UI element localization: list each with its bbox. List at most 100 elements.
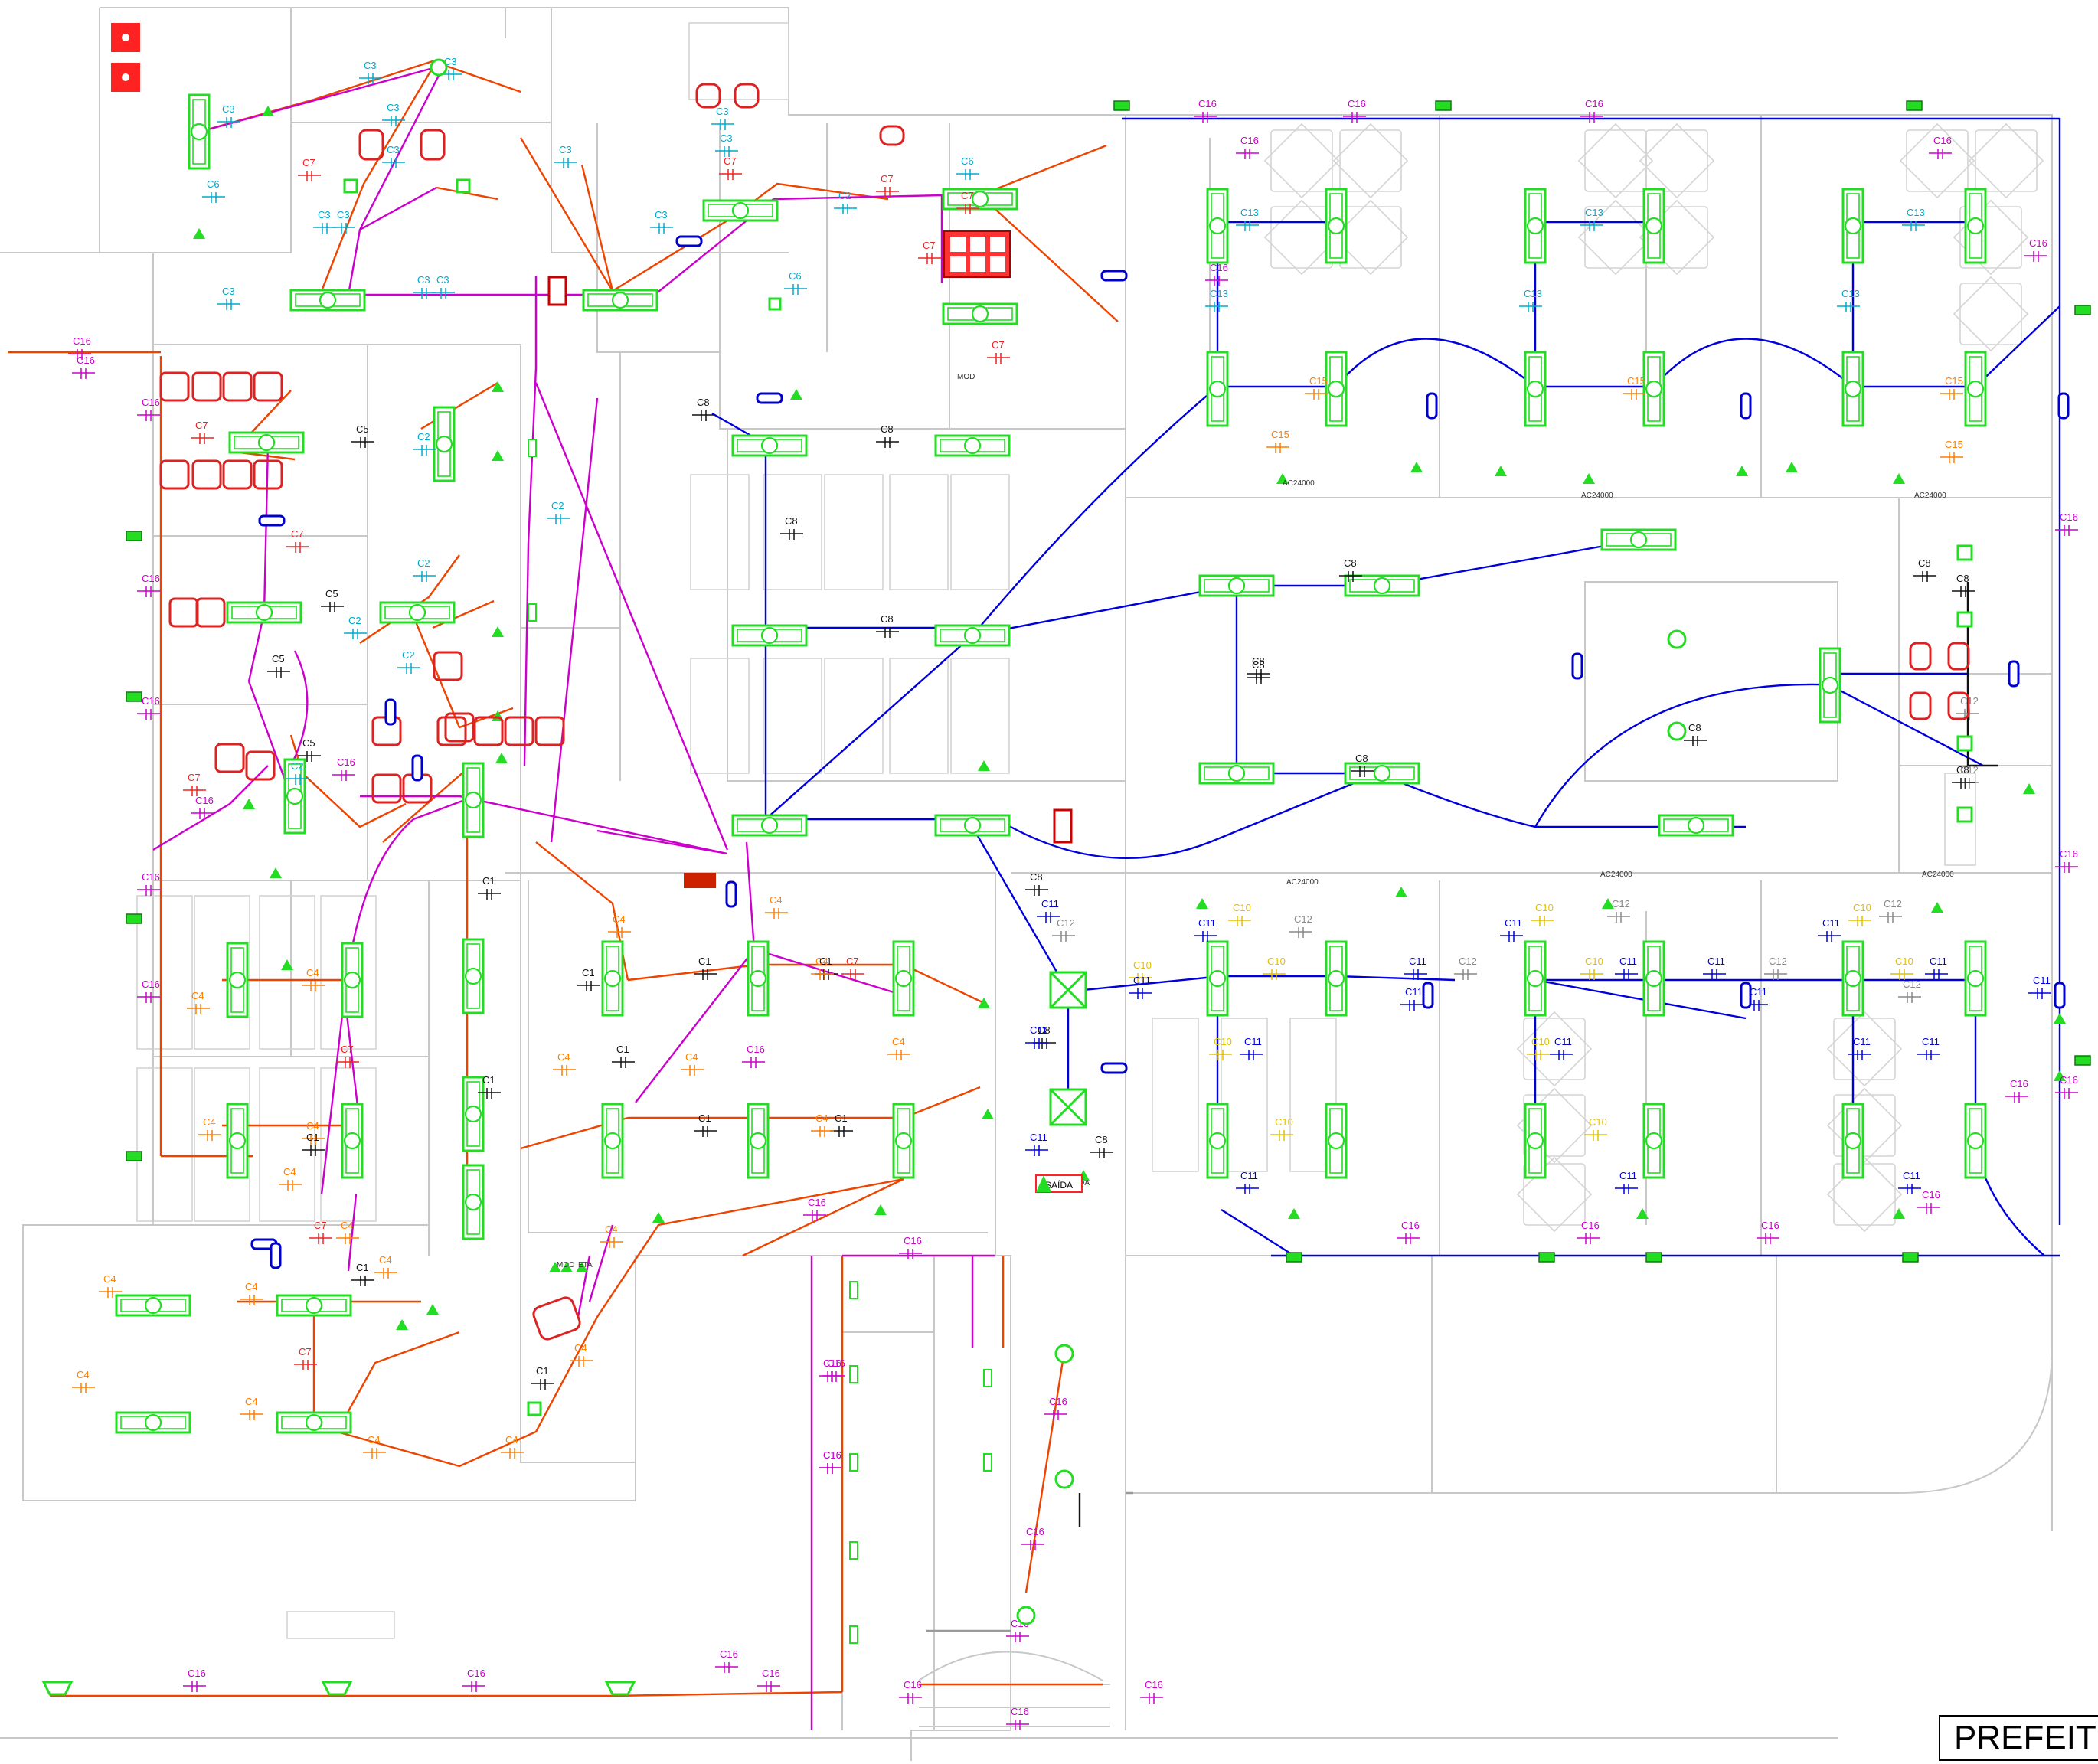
conductor-tick [1757, 1233, 1779, 1244]
conductor-tick [2028, 988, 2051, 999]
sconce-icon [849, 1453, 858, 1472]
conductor-tick [351, 437, 374, 448]
circuit-label: C16 [823, 1357, 841, 1369]
sconce-icon [849, 1365, 858, 1383]
circuit-label: C16 [1585, 98, 1603, 109]
sconce-icon [528, 439, 537, 457]
circuit-label: C2 [417, 431, 430, 443]
light-fixture-icon [934, 624, 1011, 647]
light-fixture-icon [582, 289, 658, 312]
conductor-tick [918, 253, 941, 264]
conductor-tick [1580, 969, 1603, 980]
switch-icon [1736, 466, 1748, 476]
circuit-label: C10 [1589, 1116, 1607, 1128]
conductor-tick [359, 74, 382, 84]
conductor-tick [1236, 1184, 1259, 1194]
light-fixture-icon [462, 1076, 485, 1152]
conductor-tick [681, 1065, 704, 1076]
light-fixture-icon [1325, 351, 1348, 427]
light-fixture-icon [1841, 940, 1864, 1017]
light-fixture-icon [1198, 762, 1275, 785]
wiring-runs [8, 60, 2061, 1730]
circuit-label: C7 [724, 155, 737, 167]
sconce-icon [849, 1625, 858, 1644]
circuit-label: C12 [1960, 764, 1979, 776]
circuit-label: C15 [1945, 439, 1963, 450]
light-fixture-icon [1841, 351, 1864, 427]
circuit-label: C4 [245, 1281, 258, 1292]
switch-icon [281, 959, 293, 970]
light-fixture-icon [1325, 1102, 1348, 1179]
circuit-label: C4 [368, 1434, 381, 1446]
light-fixture-icon [731, 434, 808, 457]
circuit-label: C10 [1214, 1036, 1232, 1047]
light-fixture-icon [1206, 940, 1229, 1017]
circuit-label: C16 [337, 756, 355, 768]
conductor-tick [694, 1126, 717, 1137]
conductor-tick [1025, 1145, 1048, 1156]
circuit-label: C16 [142, 871, 160, 883]
circuit-label: C13 [1841, 288, 1860, 299]
switch-icon [549, 1262, 561, 1272]
toilet-icons [358, 83, 1970, 720]
conductor-tick [1550, 1050, 1573, 1060]
conductor-tick [68, 349, 91, 360]
conductor-tick [413, 288, 436, 299]
conductor-tick [1952, 778, 1975, 789]
conductor-tick [1305, 389, 1328, 400]
circuit-label: C11 [1244, 1036, 1262, 1047]
circuit-label: C3 [720, 132, 733, 144]
conductor-tick [1848, 1050, 1871, 1060]
circuit-label: C2 [838, 190, 851, 201]
conductor-tick [715, 146, 738, 157]
conductor-tick [462, 1681, 485, 1692]
exit-sign-label: SAÍDA [1045, 1179, 1073, 1191]
light-fixture-icon [283, 758, 306, 835]
conductor-tick [876, 187, 899, 198]
switch-icon [1395, 887, 1407, 897]
conductor-tick [765, 908, 788, 919]
circuit-label: C7 [299, 1346, 312, 1357]
conductor-tick [742, 1057, 765, 1068]
round-fixture-icons [430, 58, 1687, 1625]
light-fixtures [41, 93, 2091, 1696]
conductor-tick [302, 1145, 325, 1156]
conductor-tick [1607, 912, 1630, 923]
conductor-tick [1025, 1038, 1048, 1049]
circuit-label: C4 [557, 1051, 570, 1063]
circuit-label: C16 [2060, 848, 2078, 860]
circuit-label: C16 [904, 1679, 922, 1690]
conductor-tick [267, 667, 290, 678]
circuit-label: C11 [1853, 1036, 1871, 1047]
light-fixture-icon [1325, 188, 1348, 264]
circuit-label: C11 [1554, 1036, 1572, 1047]
light-fixture-icon [892, 1102, 915, 1179]
conductor-tick [302, 1134, 325, 1145]
light-fixture-icon [601, 1102, 624, 1179]
light-fixture-icon [934, 814, 1011, 837]
conductor-tick [1917, 1050, 1940, 1060]
light-fixture-icon [942, 302, 1018, 325]
conductor-tick [1684, 736, 1707, 746]
ramp-marker-icon [684, 873, 716, 888]
conductor-tick [478, 1088, 501, 1099]
conductor-tick [1247, 669, 1270, 680]
circuit-label: C8 [881, 613, 894, 625]
conductor-tick [692, 410, 715, 421]
sconce-icon [849, 1281, 858, 1299]
circuit-label: C16 [762, 1668, 780, 1679]
switch-icon [790, 389, 802, 400]
conductor-tick [1266, 443, 1289, 453]
conductor-tick [899, 1693, 922, 1704]
circuit-label: C7 [923, 240, 936, 251]
light-fixture-icon [1325, 940, 1348, 1017]
conductor-tick [1129, 973, 1152, 984]
conductor-tick [1500, 931, 1523, 942]
conductor-tick [554, 158, 577, 168]
conductor-tick [2024, 251, 2047, 262]
circuit-label: C8 [1956, 573, 1969, 584]
circuit-label: C8 [1030, 871, 1043, 883]
circuit-label: C11 [1030, 1132, 1047, 1143]
conductor-tick [321, 602, 344, 612]
electric-panel-icon [111, 23, 140, 92]
